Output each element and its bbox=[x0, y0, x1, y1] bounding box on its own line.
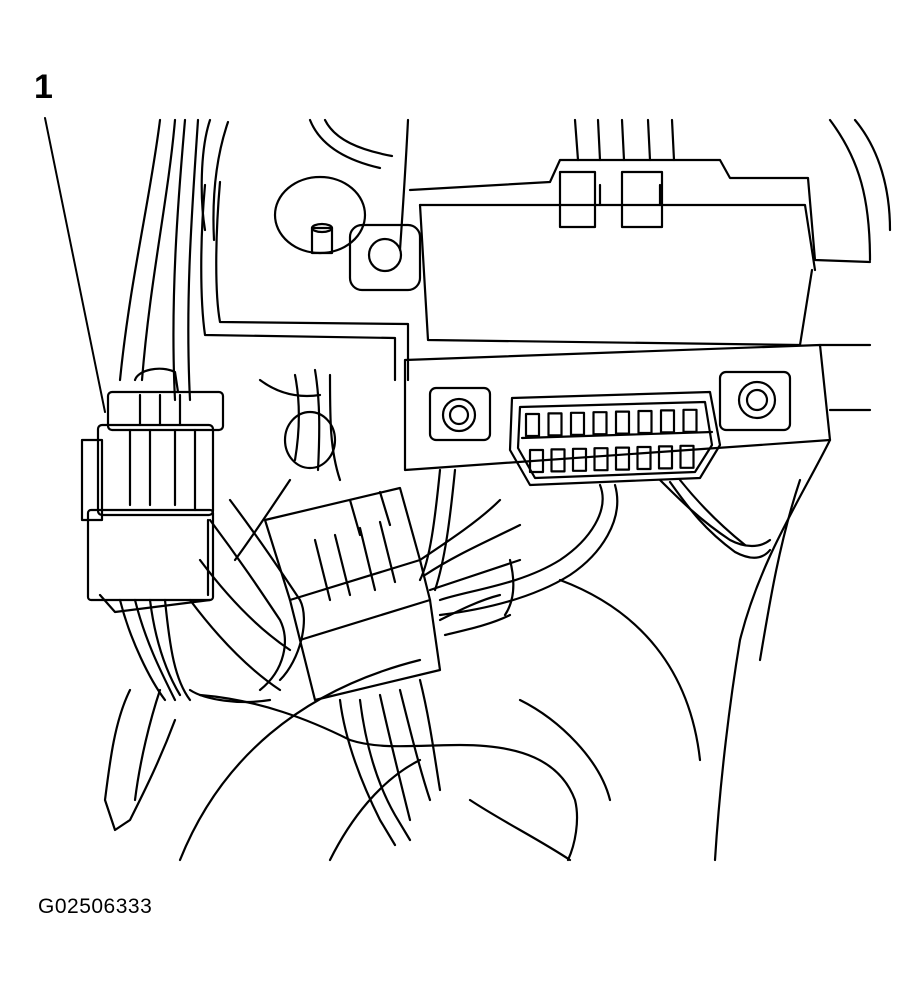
dlc-pin-cavity bbox=[594, 412, 607, 434]
mounting-stud bbox=[275, 177, 420, 290]
dlc-pin-cavity bbox=[639, 411, 652, 433]
dlc-wires bbox=[420, 470, 770, 615]
module-housing bbox=[410, 160, 870, 345]
center-connector-wires bbox=[200, 680, 577, 860]
center-harness bbox=[190, 480, 304, 690]
bracket-wire bbox=[260, 370, 340, 480]
dlc-pin-cavity bbox=[552, 449, 565, 471]
data-link-connector bbox=[510, 392, 720, 485]
dlc-pins-top bbox=[526, 410, 697, 436]
center-connector bbox=[265, 488, 440, 700]
dlc-pins-bottom bbox=[530, 446, 694, 472]
dlc-pin-cavity bbox=[661, 410, 674, 432]
dlc-pin-cavity bbox=[638, 447, 651, 469]
dlc-pin-cavity bbox=[684, 410, 697, 432]
dlc-pin-cavity bbox=[530, 450, 543, 472]
dlc-pin-cavity bbox=[526, 414, 539, 436]
dlc-pin-cavity bbox=[681, 446, 694, 468]
harness-bracket bbox=[201, 182, 408, 380]
lower-panel bbox=[180, 440, 830, 860]
dlc-pin-cavity bbox=[573, 449, 586, 471]
dlc-pin-cavity bbox=[595, 448, 608, 470]
dlc-pin-cavity bbox=[616, 412, 629, 434]
background-harness bbox=[120, 120, 890, 400]
callout-leader-line bbox=[45, 118, 105, 412]
left-connector bbox=[82, 369, 223, 612]
dlc-pin-cavity bbox=[549, 413, 562, 435]
left-wire-tail bbox=[105, 600, 270, 830]
callout-number: 1 bbox=[34, 68, 53, 106]
figure-code: G02506333 bbox=[38, 895, 153, 918]
dlc-pin-cavity bbox=[659, 446, 672, 468]
dlc-pin-cavity bbox=[571, 413, 584, 435]
dlc-pin-cavity bbox=[616, 448, 629, 470]
right-connector-wires bbox=[420, 500, 520, 635]
